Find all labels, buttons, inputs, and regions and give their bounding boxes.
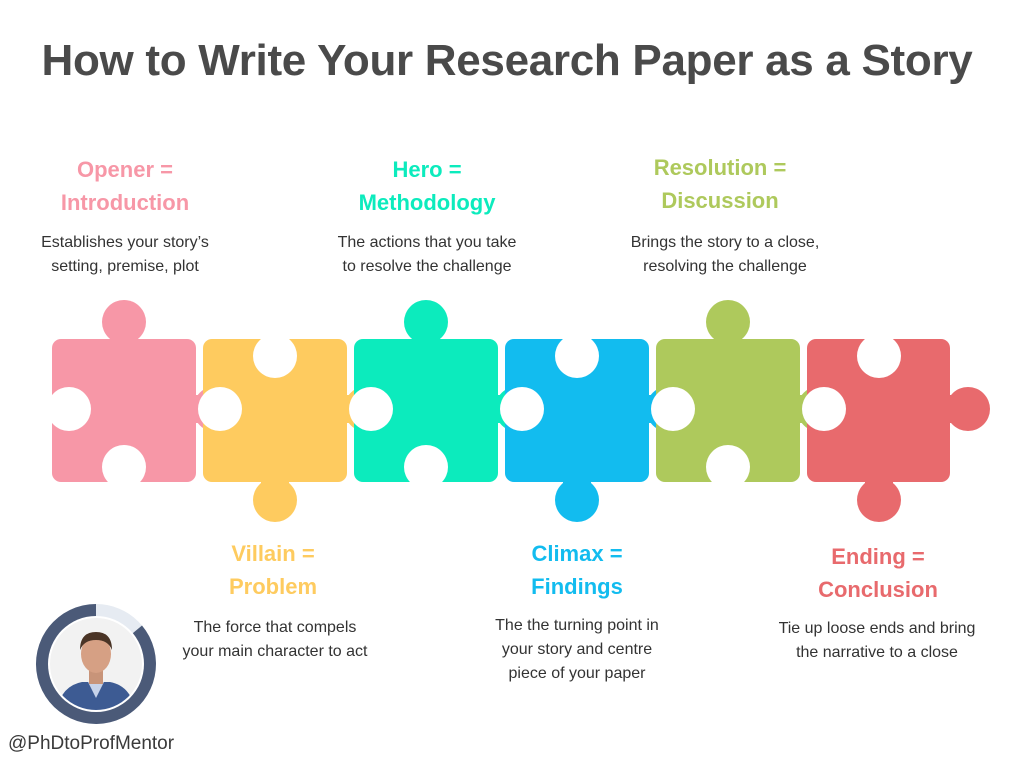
desc-conclusion-line2: the narrative to a close: [796, 644, 958, 661]
desc-problem-line1: The force that compels: [193, 619, 357, 636]
puzzle-piece-conclusion: [802, 334, 990, 522]
label-conclusion-line1: Ending =: [831, 544, 925, 569]
label-discussion: Resolution = Discussion: [600, 151, 840, 217]
label-problem: Villain = Problem: [168, 537, 378, 603]
person-photo-icon: [50, 618, 142, 710]
label-findings-line1: Climax =: [531, 541, 623, 566]
desc-findings-line3: piece of your paper: [508, 665, 646, 682]
label-methodology: Hero = Methodology: [322, 153, 532, 219]
label-methodology-line2: Methodology: [358, 190, 496, 215]
desc-discussion: Brings the story to a close, resolving t…: [600, 231, 850, 279]
desc-introduction-line2: setting, premise, plot: [51, 258, 199, 275]
desc-discussion-line2: resolving the challenge: [643, 258, 807, 275]
desc-findings: The the turning point in your story and …: [457, 614, 697, 686]
label-findings-line2: Findings: [531, 574, 623, 599]
desc-findings-line1: The the turning point in: [495, 617, 659, 634]
label-methodology-line1: Hero =: [392, 157, 462, 182]
label-findings: Climax = Findings: [472, 537, 682, 603]
desc-problem: The force that compels your main charact…: [155, 616, 395, 664]
desc-discussion-line1: Brings the story to a close,: [630, 234, 820, 251]
label-introduction: Opener = Introduction: [20, 153, 230, 219]
label-problem-line2: Problem: [228, 574, 318, 599]
label-introduction-line1: Opener =: [77, 157, 173, 182]
puzzle-piece-findings: [500, 334, 692, 522]
label-discussion-line1: Resolution =: [653, 155, 787, 180]
desc-methodology-line2: to resolve the challenge: [342, 258, 512, 275]
author-handle[interactable]: @PhDtoProfMentor: [8, 733, 175, 754]
label-introduction-line2: Introduction: [60, 190, 190, 215]
desc-methodology: The actions that you take to resolve the…: [307, 231, 547, 279]
label-problem-line1: Villain =: [231, 541, 315, 566]
desc-introduction-line1: Establishes your story’s: [41, 234, 209, 251]
label-conclusion: Ending = Conclusion: [773, 540, 983, 606]
page-title: How to Write Your Research Paper as a St…: [41, 36, 973, 85]
desc-problem-line2: your main character to act: [182, 643, 368, 660]
desc-conclusion-line1: Tie up loose ends and bring: [778, 620, 976, 637]
label-conclusion-line2: Conclusion: [818, 577, 938, 602]
desc-methodology-line1: The actions that you take: [337, 234, 517, 251]
desc-conclusion: Tie up loose ends and bring the narrativ…: [752, 617, 1002, 665]
avatar: [35, 604, 156, 724]
desc-findings-line2: your story and centre: [501, 641, 653, 658]
desc-introduction: Establishes your story’s setting, premis…: [10, 231, 240, 279]
label-discussion-line2: Discussion: [661, 188, 779, 213]
